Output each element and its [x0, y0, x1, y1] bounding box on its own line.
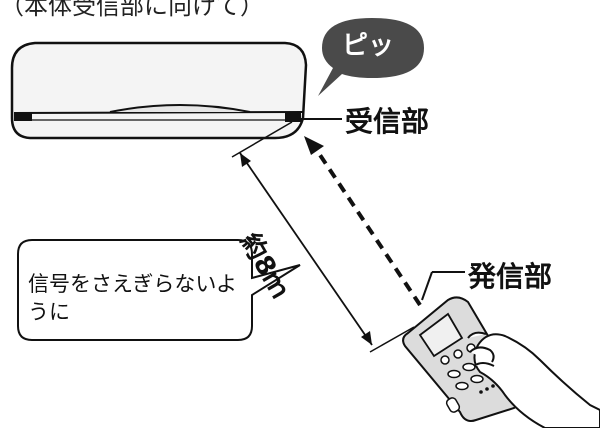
air-conditioner	[10, 41, 308, 140]
callout-text: 信号をさえぎらないように	[28, 272, 237, 324]
signal-arrow	[316, 150, 422, 307]
beep-text: ピッ	[342, 31, 395, 61]
remote-display	[418, 312, 464, 358]
hand	[467, 331, 600, 429]
receiver-sensor	[285, 113, 301, 122]
callout-box	[17, 239, 301, 341]
beep-bubble	[318, 18, 424, 96]
receiver-label: 受信部	[345, 105, 430, 138]
transmitter-label: 発信部	[468, 260, 553, 293]
top-caption: （本体受信部に向けて）	[0, 0, 264, 20]
distance-arrow	[239, 152, 373, 346]
